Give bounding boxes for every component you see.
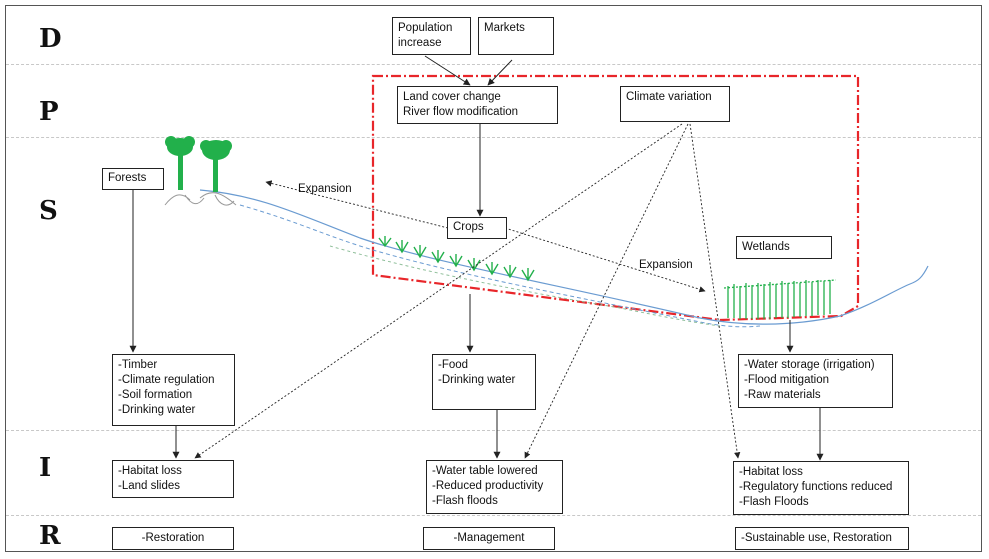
impacts-crops: -Water table lowered -Reduced productivi… <box>426 460 563 514</box>
impacts-wetlands: -Habitat loss -Regulatory functions redu… <box>733 461 909 515</box>
driver-population-line-1: Population <box>398 22 453 34</box>
impacts-crops-item: -Reduced productivity <box>432 480 544 492</box>
river-channel-low <box>329 245 721 327</box>
response-forests-label: -Restoration <box>141 532 205 544</box>
state-wetlands-label: Wetlands <box>742 241 790 253</box>
diagram-frame <box>5 5 982 552</box>
forest-trees <box>164 136 237 206</box>
services-forests-item: -Soil formation <box>118 389 193 401</box>
driver-population-line-2: increase <box>398 37 442 49</box>
river-bank <box>199 189 929 325</box>
services-wetlands-item: -Raw materials <box>744 389 821 401</box>
impacts-forests: -Habitat loss -Land slides <box>112 460 234 498</box>
state-forests-label: Forests <box>108 172 147 184</box>
impacts-wetlands-item: -Habitat loss <box>739 466 803 478</box>
services-wetlands-item: -Flood mitigation <box>744 374 830 386</box>
crop-plants <box>378 236 535 282</box>
row-label-state: S <box>39 196 58 226</box>
services-wetlands-item: -Water storage (irrigation) <box>744 359 875 371</box>
row-label-drivers: D <box>39 24 62 54</box>
response-wetlands-label: -Sustainable use, Restoration <box>741 532 892 544</box>
pressure-land-cover: Land cover change <box>403 91 501 103</box>
river-channel <box>239 204 761 328</box>
state-crops-label: Crops <box>453 221 484 233</box>
services-forests-item: -Timber <box>118 359 158 371</box>
response-crops-label: -Management <box>453 532 525 544</box>
pressure-climate-label: Climate variation <box>626 91 712 103</box>
response-wetlands: -Sustainable use, Restoration <box>735 527 909 550</box>
services-crops: -Food -Drinking water <box>432 354 536 410</box>
impacts-crops-item: -Flash floods <box>432 495 498 507</box>
row-label-responses: R <box>39 521 61 551</box>
expansion-label-right: Expansion <box>639 259 693 271</box>
driver-markets: Markets <box>478 17 554 55</box>
pressure-river-flow: River flow modification <box>403 106 519 118</box>
expansion-label-left: Expansion <box>298 183 352 195</box>
response-crops: -Management <box>423 527 555 550</box>
impacts-forests-item: -Land slides <box>118 480 181 492</box>
driver-population: Population increase <box>392 17 471 55</box>
row-divider-i-r <box>6 515 981 516</box>
pressure-land-river: Land cover change River flow modificatio… <box>397 86 558 124</box>
services-forests-item: -Climate regulation <box>118 374 215 386</box>
impacts-wetlands-item: -Regulatory functions reduced <box>739 481 893 493</box>
services-crops-item: -Food <box>438 359 469 371</box>
wetland-reeds <box>723 279 837 319</box>
state-wetlands: Wetlands <box>736 236 832 259</box>
pressure-climate: Climate variation <box>620 86 730 122</box>
impacts-wetlands-item: -Flash Floods <box>739 496 809 508</box>
services-wetlands: -Water storage (irrigation) -Flood mitig… <box>738 354 893 408</box>
impacts-crops-item: -Water table lowered <box>432 465 538 477</box>
row-label-pressures: P <box>39 97 59 127</box>
state-forests: Forests <box>102 168 164 190</box>
services-forests-item: -Drinking water <box>118 404 196 416</box>
flow-arrows <box>129 55 824 461</box>
row-divider-d-p <box>6 64 981 65</box>
driver-markets-label: Markets <box>484 22 525 34</box>
row-divider-p-s <box>6 137 981 138</box>
state-crops: Crops <box>447 217 507 239</box>
response-forests: -Restoration <box>112 527 234 550</box>
row-label-impacts: I <box>39 453 52 483</box>
services-forests: -Timber -Climate regulation -Soil format… <box>112 354 235 426</box>
impacts-forests-item: -Habitat loss <box>118 465 182 477</box>
services-crops-item: -Drinking water <box>438 374 516 386</box>
row-divider-s-i <box>6 430 981 431</box>
dashed-arrows <box>194 123 741 459</box>
